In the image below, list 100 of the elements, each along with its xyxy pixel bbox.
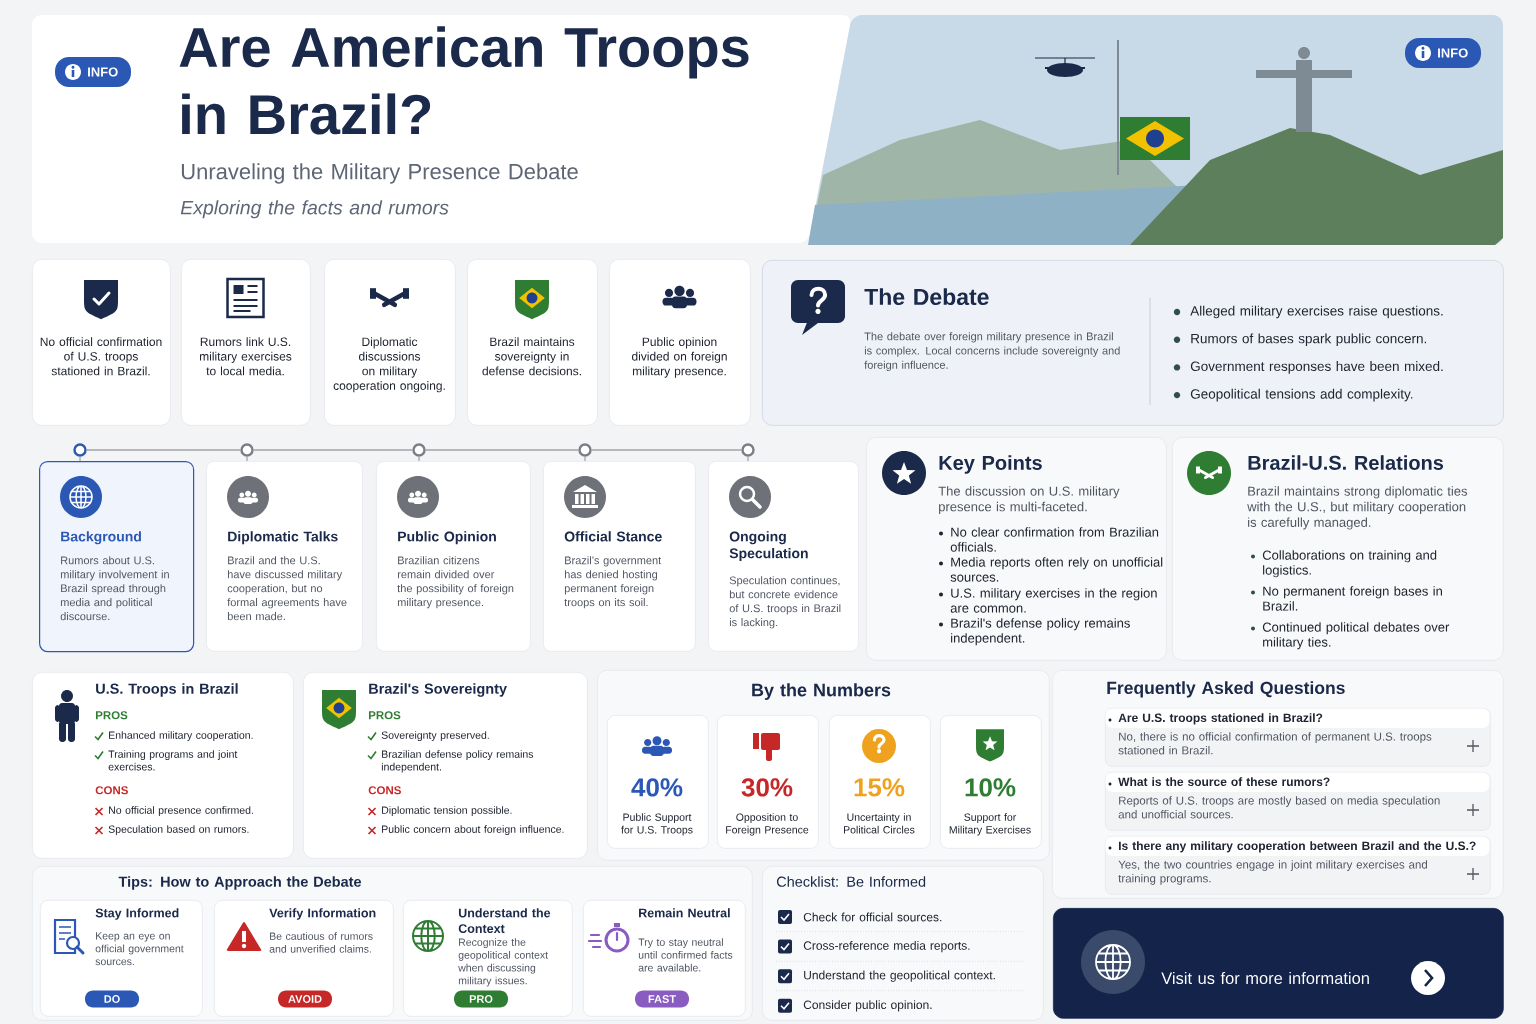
card-heading: Background xyxy=(61,531,141,545)
timeline-card xyxy=(708,461,859,652)
pros-cons-card xyxy=(32,672,294,859)
stat-number: 40% xyxy=(631,778,683,797)
card-heading: Brazil-U.S. Relations xyxy=(1248,455,1444,470)
list-item: Public concern about foreign influence. xyxy=(382,825,564,835)
info-badge: INFO xyxy=(55,57,131,87)
card-heading: Official Stance xyxy=(564,531,662,542)
bullet-item: Rumors of bases spark public concern. xyxy=(1191,333,1427,346)
bullet-item: Collaborations on training and logistics. xyxy=(1262,550,1437,578)
card-text: The discussion on U.S. military presence is multi-faceted. xyxy=(938,486,1120,514)
card-heading: Remain Neutral xyxy=(639,908,730,918)
stat-label: Opposition to Foreign Presence xyxy=(726,813,809,836)
connector-line xyxy=(246,456,248,462)
tag-pill: FAST xyxy=(635,990,689,1008)
card-text: Brazil’s government has denied hosting permanent foreign troops on its soil. xyxy=(564,556,662,609)
bullet-item: Brazil's defense policy remains independent. xyxy=(951,618,1130,646)
card-heading: Public Opinion xyxy=(398,531,496,545)
panel-heading: By the Numbers xyxy=(752,683,891,700)
stat-number: 15% xyxy=(854,778,905,797)
card-heading: Verify Information xyxy=(269,908,376,920)
card-heading: Key Points xyxy=(939,455,1042,474)
faq-item xyxy=(1105,772,1491,831)
tip-card xyxy=(214,900,394,1017)
card-text: Recognize the geopolitical context when discussing military issues. xyxy=(458,938,548,987)
card-heading: Brazil's Sovereignty xyxy=(369,683,507,697)
pros-label: PROS xyxy=(96,711,128,720)
fact-card xyxy=(32,259,171,426)
fact-card xyxy=(609,259,751,426)
connector-line xyxy=(418,456,420,462)
stat-number: 30% xyxy=(741,778,793,797)
faq-answer: Yes, the two countries engage in joint military exercises and training programs. xyxy=(1118,860,1427,885)
checklist-item: Consider public opinion. xyxy=(803,1000,932,1012)
tagline: Exploring the facts and rumors xyxy=(180,200,449,219)
card-text: Public opinion divided on foreign military presence. xyxy=(632,337,727,378)
checklist-item: Cross-reference media reports. xyxy=(803,941,970,953)
faq-answer: No, there is no official confirmation of permanent U.S. troops stationed in Brazil. xyxy=(1118,732,1432,755)
card-heading: Ongoing Speculation xyxy=(729,531,808,562)
faq-item xyxy=(1105,836,1491,895)
faq-item xyxy=(1105,708,1491,767)
panel-heading: Tips: How to Approach the Debate xyxy=(118,876,362,890)
stat-card xyxy=(607,715,709,849)
card-text: Speculation continues, but concrete evidence of U.S. troops in Brazil is lacking. xyxy=(729,576,841,629)
card-text: Brazil and the U.S. have discussed military cooperation, but no formal agreements have been made. xyxy=(227,556,347,621)
pros-label: PROS xyxy=(369,711,401,720)
card-text: Be cautious of rumors and unverified claims. xyxy=(269,932,373,953)
connector-line xyxy=(425,449,579,451)
bullet-item: Continued political debates over military ties. xyxy=(1262,622,1450,650)
card-text: The debate over foreign military presence in Brazil is complex. Local concerns include sovereignty and foreign influence. xyxy=(864,332,1120,372)
banner-text: Visit us for more information xyxy=(1161,971,1369,985)
faq-answer: Reports of U.S. troops are mostly based on media speculation and unofficial sources. xyxy=(1118,796,1440,819)
list-item: Sovereignty preserved. xyxy=(381,731,489,741)
faq-question: What is the source of these rumors? xyxy=(1118,777,1330,786)
subtitle: Unraveling the Military Presence Debate xyxy=(181,163,578,184)
cons-label: CONS xyxy=(368,786,401,795)
card-text: Rumors link U.S. military exercises to local media. xyxy=(199,337,292,376)
bullet-item: Media reports often rely on unofficial sources. xyxy=(950,557,1163,582)
connector-line xyxy=(253,449,413,451)
card-heading: Stay Informed xyxy=(95,908,179,920)
stats-panel xyxy=(597,670,1050,861)
fact-card xyxy=(324,259,456,426)
list-item: Speculation based on rumors. xyxy=(108,825,249,835)
faq-panel xyxy=(1052,670,1504,899)
stat-number: 10% xyxy=(965,778,1016,797)
stat-label: Support for Military Exercises xyxy=(949,813,1031,836)
faq-question: Are U.S. troops stationed in Brazil? xyxy=(1118,713,1323,725)
connector-line xyxy=(584,456,586,462)
timeline-card xyxy=(39,461,195,653)
fact-card xyxy=(467,259,598,426)
tag-pill: PRO xyxy=(454,990,508,1008)
faq-question: Is there any military cooperation between Brazil and the U.S.? xyxy=(1119,841,1476,853)
bullet-item: Government responses have been mixed. xyxy=(1190,361,1443,374)
checklist-panel xyxy=(762,866,1044,1021)
checklist-item: Check for official sources. xyxy=(803,912,942,922)
bullet-item: U.S. military exercises in the region are common. xyxy=(950,588,1157,613)
bullet-item: Alleged military exercises raise questions. xyxy=(1190,305,1443,319)
info-card xyxy=(866,437,1167,661)
stat-card xyxy=(940,715,1042,849)
panel-heading: Frequently Asked Questions xyxy=(1107,681,1345,698)
tips-panel xyxy=(32,866,753,1021)
bullet-item: No permanent foreign bases in Brazil. xyxy=(1263,586,1442,611)
cons-label: CONS xyxy=(95,786,128,795)
list-item: Brazilian defense policy remains independent. xyxy=(381,750,534,773)
card-text: Diplomatic discussions on military cooperation ongoing. xyxy=(333,337,445,393)
tag-pill: AVOID xyxy=(278,990,332,1008)
checklist-item: Understand the geopolitical context. xyxy=(804,970,995,982)
tip-card xyxy=(403,900,573,1017)
timeline-card xyxy=(543,461,696,652)
timeline-card xyxy=(206,461,363,652)
title: Are American Troops in Brazil? xyxy=(179,26,749,135)
info-badge: INFO xyxy=(1405,38,1481,68)
info-card xyxy=(1172,437,1504,661)
pros-cons-card xyxy=(303,672,588,859)
bullet-item: Geopolitical tensions add complexity. xyxy=(1190,388,1413,402)
card-text: Brazil maintains sovereignty in defense decisions. xyxy=(482,337,581,376)
timeline-card xyxy=(376,461,531,652)
card-text: Brazil maintains strong diplomatic ties with the U.S., but military cooperation is carefully managed. xyxy=(1247,486,1468,530)
bullet-item: No clear confirmation from Brazilian officials. xyxy=(950,527,1159,552)
stat-label: Public Support for U.S. Troops xyxy=(621,813,693,836)
stat-label: Uncertainty in Political Circles xyxy=(844,813,915,834)
